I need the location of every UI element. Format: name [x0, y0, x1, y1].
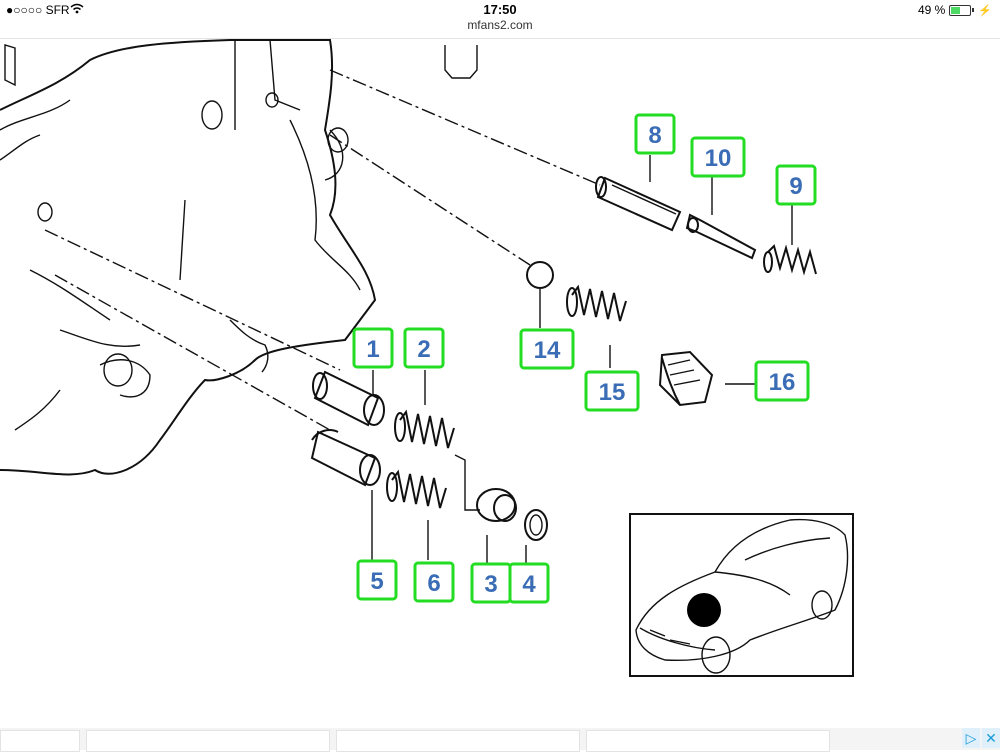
- callout-1: 1: [352, 327, 394, 369]
- part-2-spring: [394, 409, 455, 449]
- url-text: mfans2.com: [467, 18, 533, 32]
- clock: 17:50: [483, 2, 517, 17]
- part-3-bushing: [476, 488, 517, 522]
- parts-diagram: 1 2 3 4 5 6 8 9 10 14 15 16: [0, 39, 854, 677]
- ad-play-icon[interactable]: ▷: [962, 728, 980, 748]
- callout-9: 9: [775, 164, 817, 206]
- part-9-spring: [763, 244, 817, 276]
- charging-bolt-icon: ⚡: [978, 4, 992, 17]
- callout-3: 3: [470, 562, 512, 604]
- callout-15-text: 15: [599, 379, 626, 406]
- carrier-label: ●○○○○ SFR: [6, 3, 70, 17]
- callout-16: 16: [754, 360, 810, 402]
- battery-percent: 49 %: [917, 3, 946, 17]
- callout-9-text: 9: [789, 173, 802, 200]
- address-bar[interactable]: mfans2.com: [0, 18, 1000, 39]
- callout-1-text: 1: [366, 336, 379, 363]
- ad-close-icon[interactable]: ✕: [982, 728, 1000, 748]
- part-4-circlip: [524, 509, 548, 541]
- callout-16-text: 16: [769, 369, 796, 396]
- battery-icon: [949, 4, 972, 16]
- wifi-icon: [70, 3, 84, 17]
- callout-4: 4: [508, 562, 550, 604]
- callout-10: 10: [690, 136, 746, 178]
- assembly-lines: [44, 69, 601, 511]
- part-15-spring: [566, 284, 627, 322]
- callout-14: 14: [519, 328, 575, 370]
- ad-banner[interactable]: ▷ ✕: [0, 728, 1000, 752]
- callout-10-text: 10: [705, 145, 732, 172]
- transmission-housing: [0, 39, 478, 476]
- callout-2-text: 2: [417, 336, 430, 363]
- part-14-ball: [526, 261, 554, 289]
- part-10-pin: [685, 213, 757, 260]
- part-8-sleeve: [595, 176, 682, 232]
- callout-5: 5: [356, 559, 398, 601]
- callout-4-text: 4: [522, 571, 536, 598]
- callout-3-text: 3: [484, 571, 497, 598]
- callout-6: 6: [413, 561, 455, 603]
- battery-indicator: 49 % ⚡: [918, 3, 992, 17]
- callout-5-text: 5: [370, 568, 383, 595]
- callout-2: 2: [403, 327, 445, 369]
- callout-8: 8: [634, 113, 676, 155]
- callout-leaders: [371, 155, 793, 565]
- car-locator-inset: [629, 513, 854, 677]
- callout-6-text: 6: [427, 570, 440, 597]
- part-6-spring: [386, 469, 447, 509]
- part-16-plug: [658, 350, 714, 407]
- part-5-sleeve: [310, 429, 381, 487]
- callout-8-text: 8: [648, 122, 661, 149]
- status-bar: ●○○○○ SFR 17:50 49 % ⚡: [0, 0, 1000, 22]
- callout-15: 15: [584, 370, 640, 412]
- part-1-sleeve: [312, 370, 385, 427]
- location-marker: [687, 593, 721, 627]
- callout-14-text: 14: [534, 337, 561, 364]
